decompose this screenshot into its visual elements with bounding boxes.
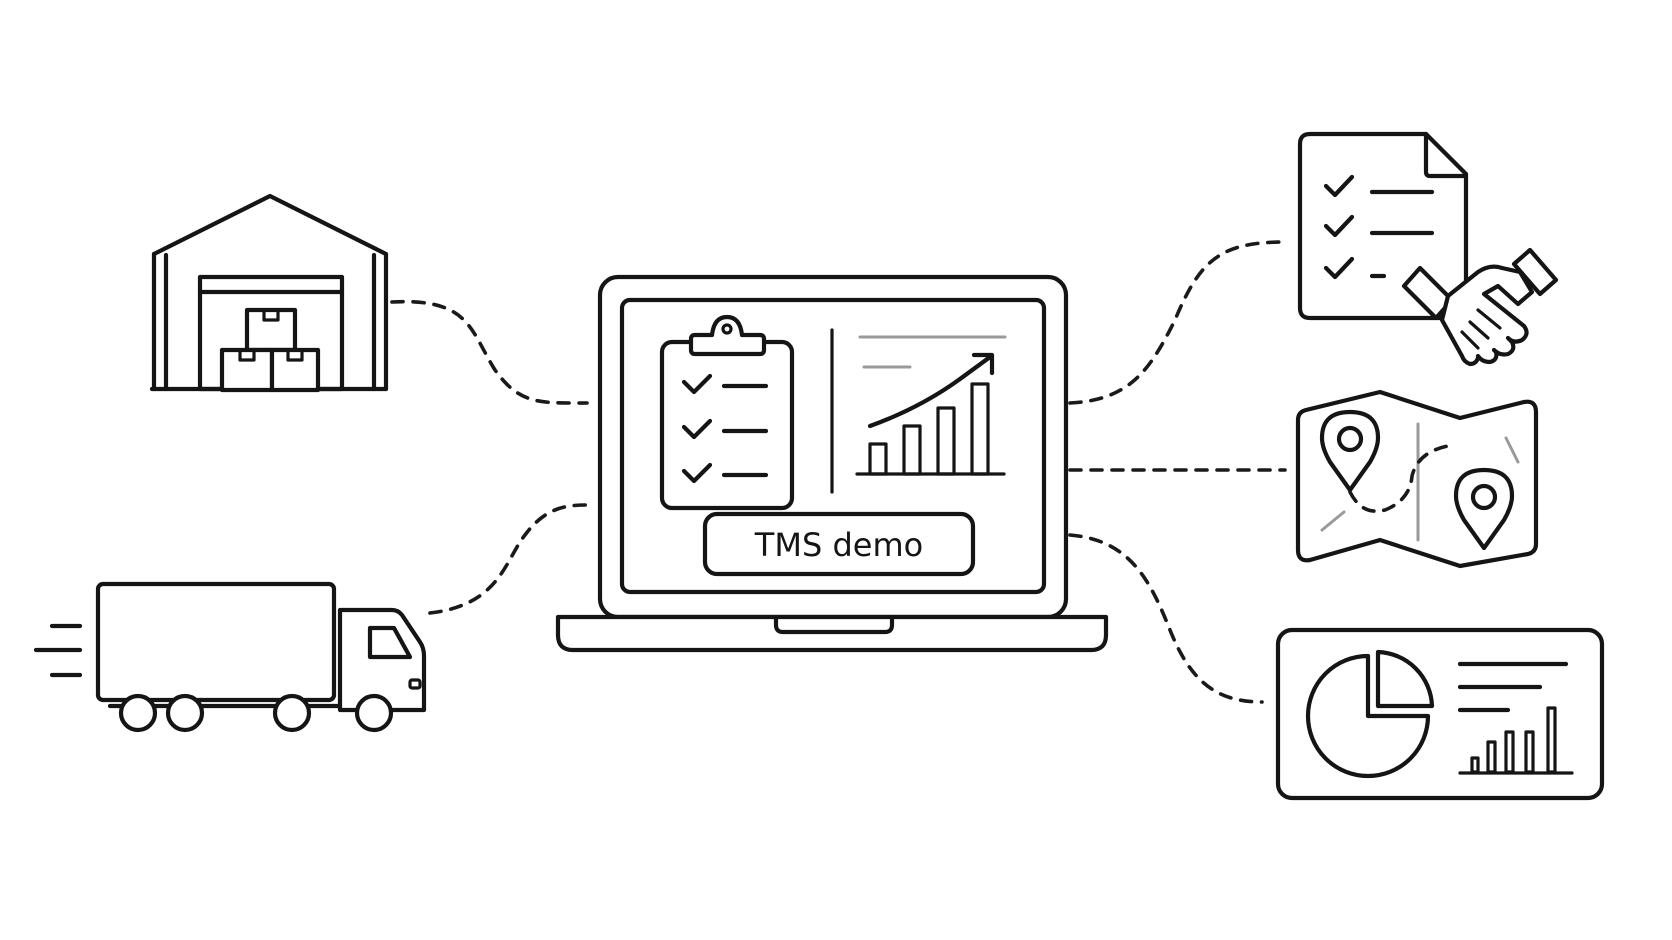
connectors (390, 240, 1287, 704)
connector-dashboard (1068, 533, 1264, 704)
map-faint-road-2 (1504, 436, 1520, 464)
location-pin-icon (1319, 409, 1515, 551)
contract-handshake-icon (1297, 131, 1559, 367)
laptop-screen (619, 297, 1047, 595)
wheel-icon (118, 693, 394, 733)
growth-bar (970, 382, 990, 476)
document-fold (1423, 131, 1469, 179)
growth-bar (936, 406, 956, 476)
growth-bars (868, 382, 990, 476)
route-map-icon (1295, 389, 1539, 569)
mini-bar (1546, 706, 1557, 774)
mini-bar (1486, 740, 1497, 774)
checkmark-icon (681, 373, 713, 484)
clipboard-clip-hole (721, 323, 733, 335)
analytics-dashboard-icon (1275, 627, 1605, 801)
trend-arrowhead (971, 352, 995, 376)
handshake-icon (1401, 247, 1559, 367)
trend-arrow-icon (867, 354, 993, 429)
truck-headlight (408, 678, 422, 690)
finger-lines (1460, 308, 1502, 350)
clipboard-checklist-icon (659, 314, 795, 511)
left-sleeve (1401, 265, 1455, 321)
dashboard-card (1275, 627, 1605, 801)
tms-demo-button-label: TMS demo (754, 526, 923, 564)
clipboard-clip (688, 314, 767, 357)
pie-chart-icon (1305, 649, 1435, 779)
growth-bar (902, 424, 922, 476)
map-faint-road (1320, 510, 1346, 532)
box-icon (219, 307, 321, 393)
tms-demo-button[interactable]: TMS demo (702, 511, 976, 577)
clipboard-board (659, 339, 795, 511)
laptop-trackpad-notch (773, 614, 895, 635)
growth-bar (868, 442, 888, 476)
mini-bar (1470, 756, 1480, 774)
contract-lines (1369, 189, 1435, 279)
growth-bar-chart-icon (855, 335, 1007, 476)
route-path (1348, 444, 1450, 513)
warehouse-roof (151, 193, 389, 257)
speed-lines (33, 623, 83, 678)
connector-warehouse (390, 299, 589, 405)
right-sleeve (1511, 247, 1559, 297)
truck-cab (337, 607, 427, 713)
checkmark-icon (1323, 174, 1355, 280)
truck-cargo-box (95, 581, 337, 703)
warehouse-walls (151, 251, 389, 392)
delivery-truck-icon (33, 581, 427, 733)
checklist-lines (721, 383, 769, 478)
mini-bar (1524, 730, 1535, 774)
mini-bar-chart-icon (1470, 706, 1557, 774)
mini-bar (1504, 730, 1515, 774)
connector-contract (1068, 240, 1287, 405)
dashboard-text-lines (1457, 661, 1569, 713)
truck-window (367, 625, 413, 660)
warehouse-icon (149, 193, 389, 393)
connector-truck (428, 503, 589, 615)
